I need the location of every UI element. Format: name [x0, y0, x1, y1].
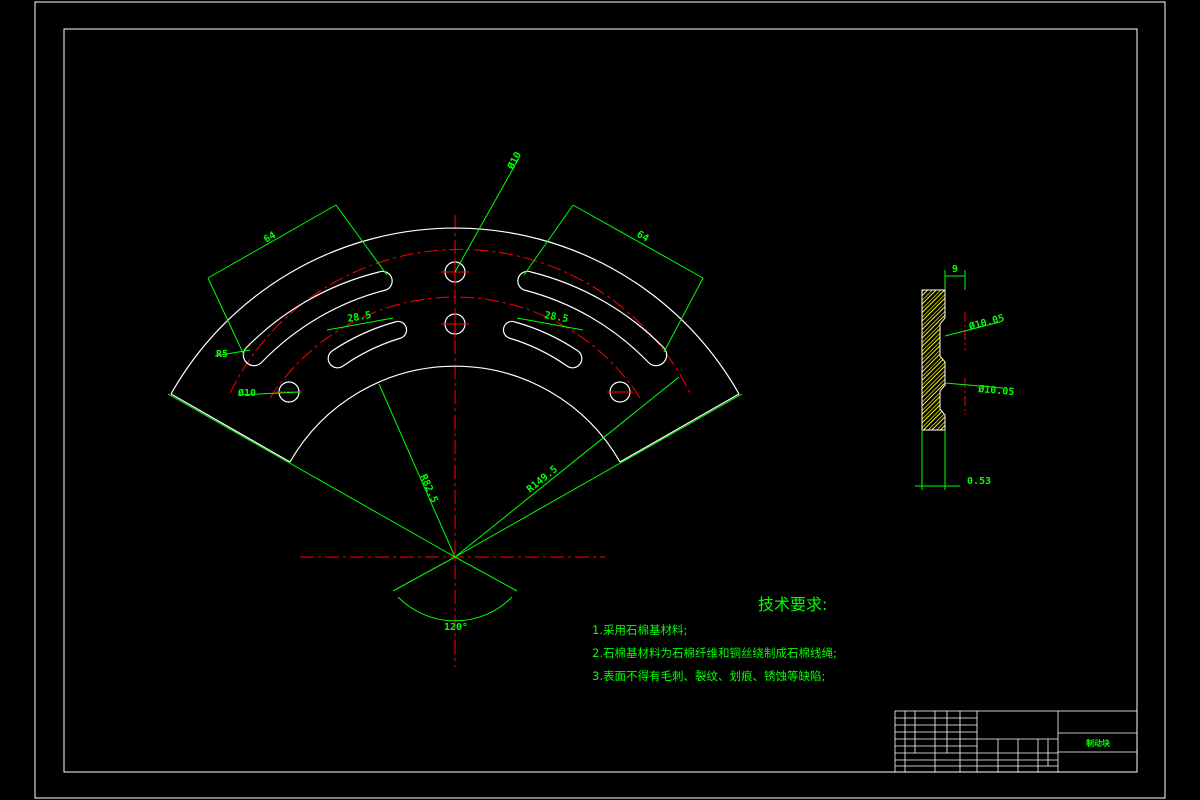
sector-part: 64 64 28.5 28.5 R5 Ø10 Ø10 R82.5 R149.5 … — [167, 150, 743, 667]
section-dim-dia-1: Ø10.05 — [967, 312, 1006, 333]
hole-circle-arc-inner — [269, 296, 641, 399]
tech-requirement-2: 2.石棉基材料为石棉纤维和铜丝绕制成石棉线绳; — [592, 646, 837, 660]
dim-120-deg: 120° — [444, 622, 468, 633]
left-edge — [170, 393, 291, 463]
dim-64-left: 64 — [262, 230, 278, 246]
slot-inner-left — [327, 320, 408, 369]
dimension-texts: 64 64 28.5 28.5 R5 Ø10 Ø10 R82.5 R149.5 … — [216, 150, 650, 633]
section-hatch — [921, 289, 946, 431]
section-dimension-lines — [915, 270, 1004, 490]
slot-inner-right — [502, 320, 583, 369]
tech-requirements-title: 技术要求: — [758, 595, 827, 614]
dim-hole-left: Ø10 — [237, 387, 256, 399]
dim-hole-top: Ø10 — [505, 150, 525, 172]
dim-r82-5: R82.5 — [417, 473, 439, 505]
technical-requirements: 技术要求: 1.采用石棉基材料; 2.石棉基材料为石棉纤维和铜丝绕制成石棉线绳;… — [592, 595, 837, 683]
dim-28-5-right: 28.5 — [543, 310, 569, 325]
dim-28-5-left: 28.5 — [347, 310, 373, 325]
outer-arc — [170, 227, 740, 395]
outer-border — [34, 1, 1166, 799]
slot-outer-left — [242, 270, 393, 367]
center-lines — [229, 215, 691, 667]
hole-circle-arc-outer — [229, 248, 691, 394]
dim-64-right: 64 — [635, 229, 651, 245]
title-block — [894, 710, 1138, 773]
section-dim-dia-2: Ø10.05 — [977, 383, 1015, 398]
slot-outer-right — [517, 270, 668, 367]
section-dim-offset: 0.53 — [967, 476, 991, 487]
title-block-part-name: 制动块 — [1086, 738, 1111, 748]
tech-requirement-3: 3.表面不得有毛刺、裂纹、划痕、锈蚀等缺陷; — [592, 669, 825, 683]
right-edge — [619, 393, 740, 463]
tech-requirement-1: 1.采用石棉基材料; — [592, 623, 687, 637]
dim-r149-5: R149.5 — [525, 464, 560, 495]
inner-arc — [289, 365, 621, 463]
section-dim-9: 9 — [952, 264, 958, 275]
drawing-frame — [34, 1, 1166, 799]
section-view: 9 Ø10.05 Ø10.05 0.53 — [915, 264, 1015, 490]
dimension-lines — [167, 157, 743, 622]
inner-border — [63, 28, 1138, 773]
dim-r5: R5 — [216, 349, 228, 360]
